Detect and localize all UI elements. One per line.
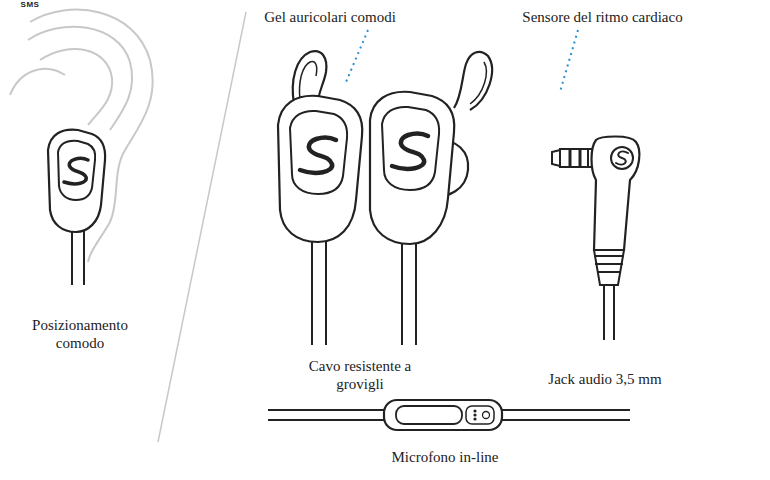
- part-label: Gel auricolari comodi: [250, 8, 410, 26]
- ear-outline: [10, 10, 153, 262]
- leader-line: [346, 30, 368, 82]
- earbud: [278, 51, 362, 345]
- earbud-right: [366, 52, 492, 345]
- part-label: Sensore del ritmo cardiaco: [495, 8, 710, 26]
- part-label: Cavo resistente a grovigli: [285, 357, 435, 393]
- audio-jack: [552, 137, 639, 341]
- earbud-in-ear: [48, 130, 105, 285]
- divider-line: [158, 12, 246, 442]
- part-label: Microfono in-line: [355, 448, 535, 466]
- part-label: Jack audio 3,5 mm: [520, 370, 690, 388]
- part-label: Posizionamento comodo: [15, 316, 145, 352]
- leader-line: [560, 30, 578, 92]
- inline-microphone: [268, 400, 630, 430]
- brand-mark: SMS: [0, 0, 60, 10]
